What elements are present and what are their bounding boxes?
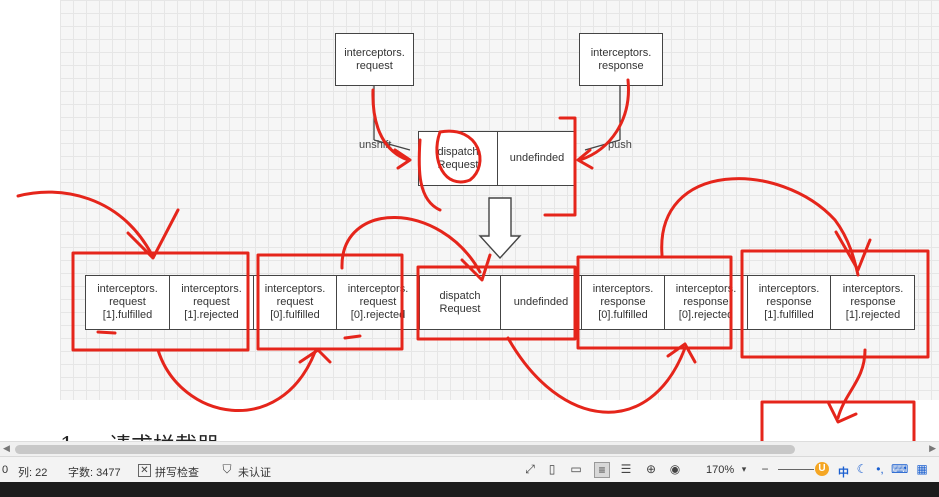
- document-area: interceptors. request interceptors. resp…: [0, 0, 939, 456]
- middle-chain: dispatch Request undefinded: [418, 131, 576, 186]
- book-icon[interactable]: ▯: [548, 462, 556, 476]
- diagram-canvas: [60, 0, 939, 400]
- spellcheck-icon[interactable]: ✕: [138, 464, 151, 477]
- ime-logo-icon[interactable]: U: [815, 462, 829, 476]
- request-0-rejected-cell: interceptors. request [0].rejected: [337, 276, 420, 329]
- request-1-fulfilled-cell: interceptors. request [1].fulfilled: [86, 276, 170, 329]
- dispatch-request-cell: dispatch Request: [420, 276, 501, 329]
- page-view-icon[interactable]: ≡: [594, 462, 610, 478]
- fullscreen-icon[interactable]: ⤢: [525, 462, 535, 476]
- spellcheck-button[interactable]: 拼写检查: [155, 467, 199, 479]
- outline-icon[interactable]: ☰: [620, 462, 632, 476]
- undefined-cell: undefinded: [501, 276, 582, 329]
- column-indicator: 列: 22: [18, 467, 48, 479]
- unshift-label: unshift: [359, 139, 392, 151]
- zoom-level[interactable]: 170%: [706, 464, 735, 476]
- scrollbar-thumb[interactable]: [15, 445, 795, 454]
- ime-language[interactable]: 中: [838, 467, 849, 479]
- shield-icon: ⛉: [222, 462, 232, 476]
- bottom-chain: interceptors. request [1].fulfilled inte…: [85, 275, 915, 330]
- response-0-rejected-cell: interceptors. response [0].rejected: [665, 276, 748, 329]
- scroll-left-icon[interactable]: ◀: [3, 443, 10, 453]
- request-1-rejected-cell: interceptors. request [1].rejected: [170, 276, 254, 329]
- interceptors-response-box: interceptors. response: [579, 33, 663, 86]
- middle-undefined-cell: undefinded: [509, 152, 565, 164]
- grid-icon[interactable]: ▦: [916, 462, 928, 476]
- status-bar: 0 列: 22 字数: 3477 ✕ 拼写检查 ⛉ 未认证 ⤢ ▯ ▭ ≡ ☰ …: [0, 456, 939, 483]
- punctuation-icon[interactable]: •,: [876, 462, 884, 476]
- eye-icon[interactable]: ◉: [669, 462, 681, 476]
- zoom-out-icon[interactable]: −: [761, 462, 769, 476]
- scroll-right-icon[interactable]: ▶: [929, 443, 936, 453]
- zoom-dropdown-icon[interactable]: ▾: [741, 464, 747, 474]
- auth-status[interactable]: 未认证: [238, 467, 271, 479]
- interceptors-request-box: interceptors. request: [335, 33, 414, 86]
- moon-icon[interactable]: ☾: [856, 462, 868, 476]
- push-label: push: [608, 139, 632, 151]
- response-0-fulfilled-cell: interceptors. response [0].fulfilled: [582, 276, 665, 329]
- line-number-fragment: 0: [2, 464, 9, 476]
- zoom-slider[interactable]: [778, 469, 814, 470]
- response-1-fulfilled-cell: interceptors. response [1].fulfilled: [748, 276, 831, 329]
- response-1-rejected-cell: interceptors. response [1].rejected: [842, 283, 904, 321]
- word-count[interactable]: 字数: 3477: [68, 467, 121, 479]
- request-0-fulfilled-cell: interceptors. request [0].fulfilled: [254, 276, 337, 329]
- middle-dispatch-request-cell: dispatch Request: [419, 132, 498, 185]
- web-icon[interactable]: ⊕: [645, 462, 657, 476]
- keyboard-icon[interactable]: ⌨: [891, 462, 909, 476]
- taskbar: [0, 482, 939, 497]
- reading-mode-icon[interactable]: ▭: [570, 462, 582, 476]
- horizontal-scrollbar[interactable]: ◀ ▶: [0, 441, 939, 456]
